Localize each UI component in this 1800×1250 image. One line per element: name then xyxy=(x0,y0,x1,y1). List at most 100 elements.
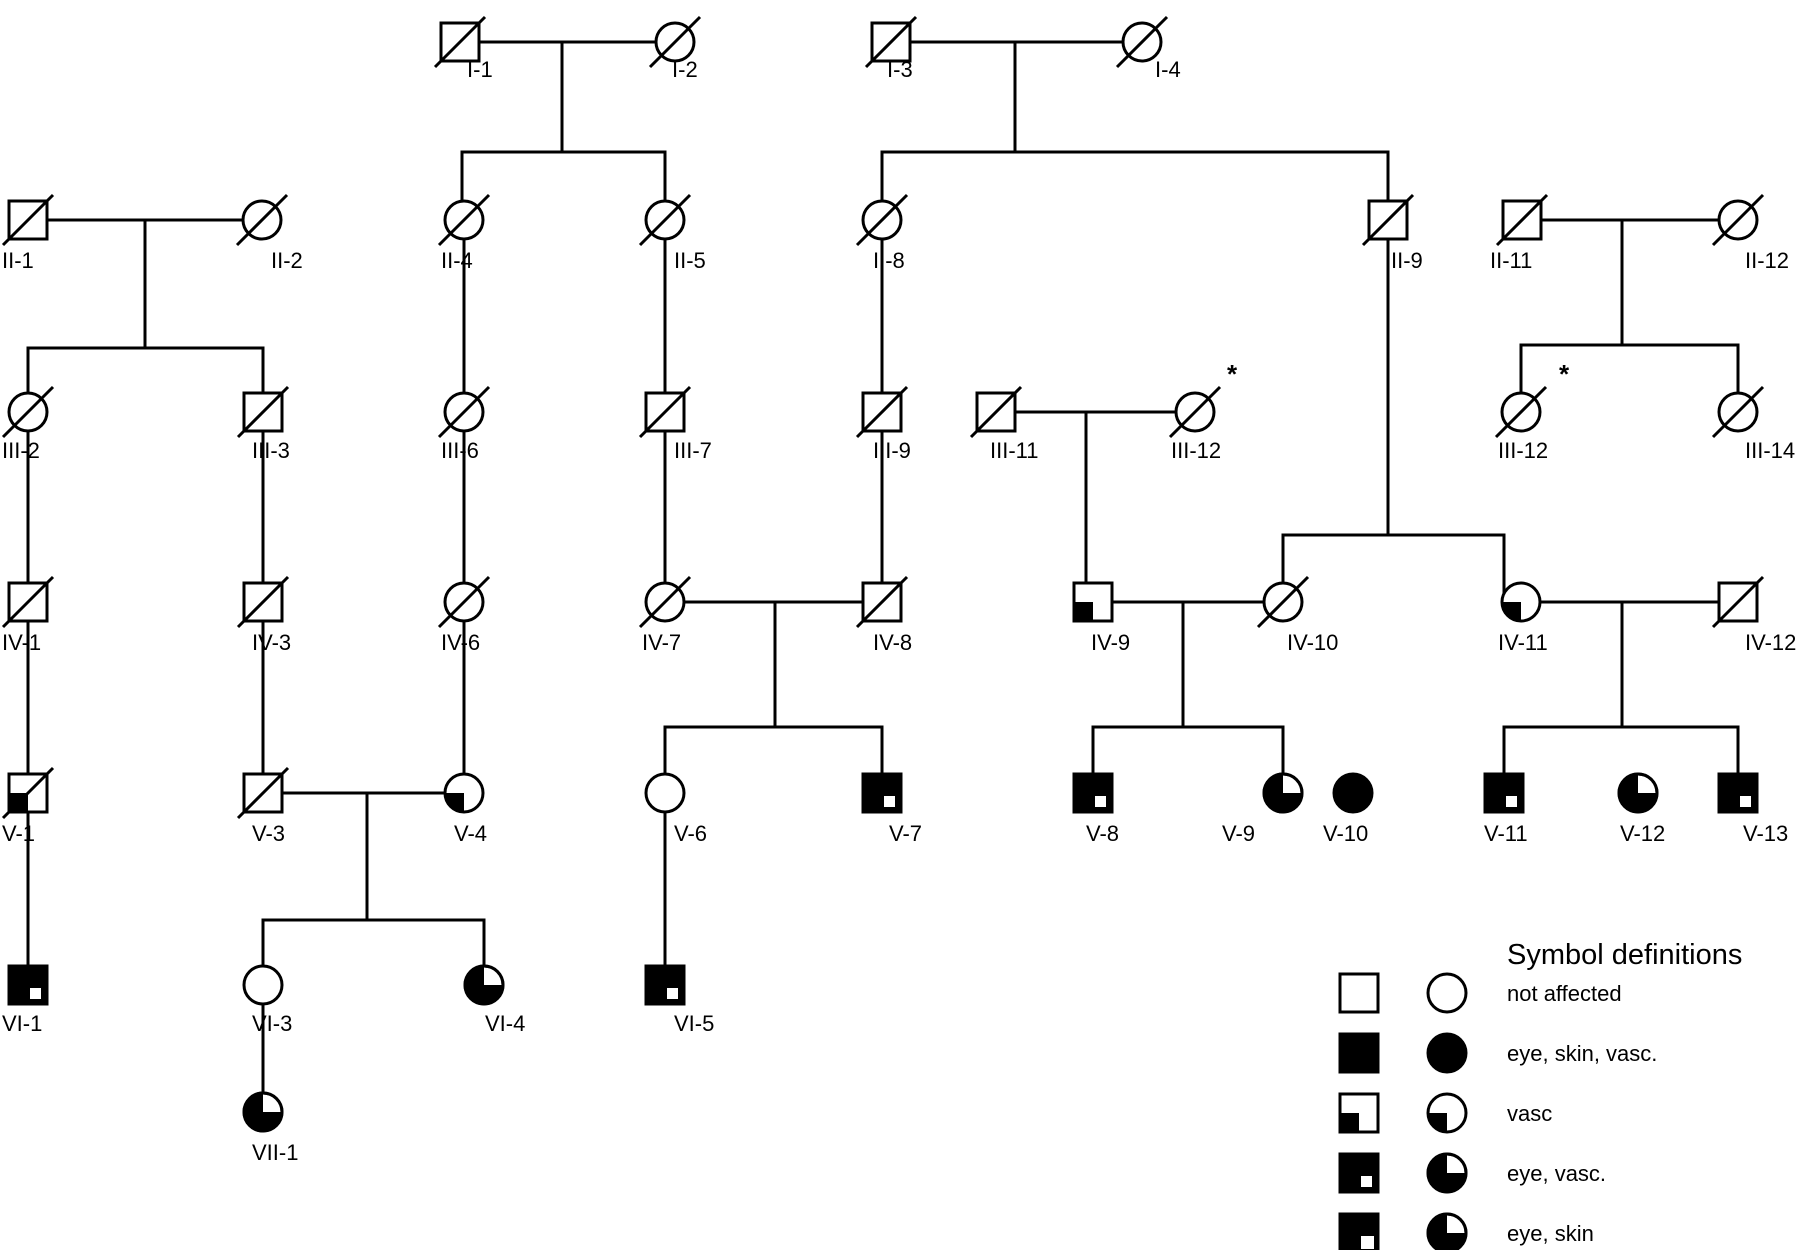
legend-label: eye, skin xyxy=(1507,1221,1594,1246)
person-label: III-6 xyxy=(441,438,479,463)
person-IV-12 xyxy=(1711,575,1765,629)
person-IV-11 xyxy=(1500,581,1542,623)
person-II-1 xyxy=(1,193,55,247)
person-V-7 xyxy=(861,772,903,814)
person-VI-4 xyxy=(463,964,505,1006)
person-V-11 xyxy=(1483,772,1525,814)
person-label: VI-3 xyxy=(252,1011,292,1036)
person-I-1 xyxy=(433,15,487,69)
person-I-2 xyxy=(648,15,702,69)
person-VII-1 xyxy=(242,1091,284,1133)
person-label: I-3 xyxy=(887,57,913,82)
legend-eye_vasc-square xyxy=(1338,1152,1380,1194)
person-II-12 xyxy=(1711,193,1765,247)
person-label: IV-3 xyxy=(252,630,291,655)
person-III-7 xyxy=(638,385,692,439)
asterisk-marker: * xyxy=(1559,359,1570,389)
person-IV-9 xyxy=(1072,581,1114,623)
person-label: III-11 xyxy=(990,438,1039,463)
person-II-2 xyxy=(235,193,289,247)
person-IV-6 xyxy=(437,575,491,629)
person-III-6 xyxy=(437,385,491,439)
legend-label: eye, skin, vasc. xyxy=(1507,1041,1657,1066)
person-II-5 xyxy=(638,193,692,247)
person-label: V-6 xyxy=(674,821,707,846)
person-label: II-12 xyxy=(1745,248,1789,273)
person-label: V-10 xyxy=(1323,821,1368,846)
person-label: V-1 xyxy=(2,821,35,846)
person-label: IV-11 xyxy=(1498,630,1548,655)
person-V-13 xyxy=(1717,772,1759,814)
person-label: V-8 xyxy=(1086,821,1119,846)
person-label: V-13 xyxy=(1743,821,1788,846)
person-label: VI-1 xyxy=(2,1011,42,1036)
person-label: IV-10 xyxy=(1287,630,1338,655)
person-IV-10 xyxy=(1256,575,1310,629)
legend-vasc-circle xyxy=(1426,1092,1468,1134)
person-label: II-2 xyxy=(271,248,303,273)
person-V-8 xyxy=(1072,772,1114,814)
person-V-3 xyxy=(236,766,290,820)
legend-label: vasc xyxy=(1507,1101,1552,1126)
person-V-4 xyxy=(443,772,485,814)
person-II-8 xyxy=(855,193,909,247)
person-label: IV-7 xyxy=(642,630,681,655)
person-label: V-9 xyxy=(1222,821,1255,846)
person-label: II-11 xyxy=(1490,248,1532,273)
person-label: II-4 xyxy=(441,248,473,273)
person-V-6 xyxy=(644,772,686,814)
person-label: V-3 xyxy=(252,821,285,846)
person-label: III-7 xyxy=(674,438,712,463)
legend-vasc-square xyxy=(1338,1092,1380,1134)
person-IV-3 xyxy=(236,575,290,629)
person-label: IV-9 xyxy=(1091,630,1130,655)
person-label: III-12 xyxy=(1171,438,1221,463)
person-label: IV-1 xyxy=(2,630,41,655)
person-label: VI-4 xyxy=(485,1011,525,1036)
person-VI-1 xyxy=(7,964,49,1006)
legend-eye_skin-square xyxy=(1338,1212,1380,1250)
person-III-12 xyxy=(1494,385,1548,439)
person-label: V-4 xyxy=(454,821,487,846)
person-label: II-5 xyxy=(674,248,706,273)
person-VI-3 xyxy=(242,964,284,1006)
person-label: II-9 xyxy=(1391,248,1423,273)
person-label: III-14 xyxy=(1745,438,1795,463)
symbol-legend: Symbol definitions not affected eye, skin… xyxy=(1338,939,1742,1250)
person-II-9 xyxy=(1361,193,1415,247)
person-label: VII-1 xyxy=(252,1140,298,1165)
person-I-3 xyxy=(864,15,918,69)
person-IV-8 xyxy=(855,575,909,629)
person-label: V-7 xyxy=(889,821,922,846)
legend-title: Symbol definitions xyxy=(1507,939,1742,971)
person-label: I-4 xyxy=(1155,57,1181,82)
person-label: IV-8 xyxy=(873,630,912,655)
person-label: V-11 xyxy=(1484,821,1528,846)
legend-label: not affected xyxy=(1507,981,1622,1006)
person-label: III-12 xyxy=(1498,438,1548,463)
legend-eye_skin_vasc-circle xyxy=(1426,1032,1468,1074)
person-label: I-1 xyxy=(467,57,493,82)
person-label: II-1 xyxy=(2,248,34,273)
person-label: V-12 xyxy=(1620,821,1665,846)
legend-eye_skin_vasc-square xyxy=(1338,1032,1380,1074)
person-I-4 xyxy=(1115,15,1169,69)
person-III-14 xyxy=(1711,385,1765,439)
legend-eye_skin-circle xyxy=(1426,1212,1468,1250)
person-IV-7 xyxy=(638,575,692,629)
legend-not_affected-circle xyxy=(1426,972,1468,1014)
legend-eye_vasc-circle xyxy=(1426,1152,1468,1194)
person-V-9 xyxy=(1262,772,1304,814)
person-label: II-8 xyxy=(873,248,905,273)
person-V-1 xyxy=(1,766,55,820)
person-label: III-2 xyxy=(2,438,40,463)
person-VI-5 xyxy=(644,964,686,1006)
person-III-2 xyxy=(1,385,55,439)
person-III-9 xyxy=(855,385,909,439)
person-label: III-9 xyxy=(873,438,911,463)
person-label: III-3 xyxy=(252,438,290,463)
person-II-4 xyxy=(437,193,491,247)
person-II-11 xyxy=(1495,193,1549,247)
